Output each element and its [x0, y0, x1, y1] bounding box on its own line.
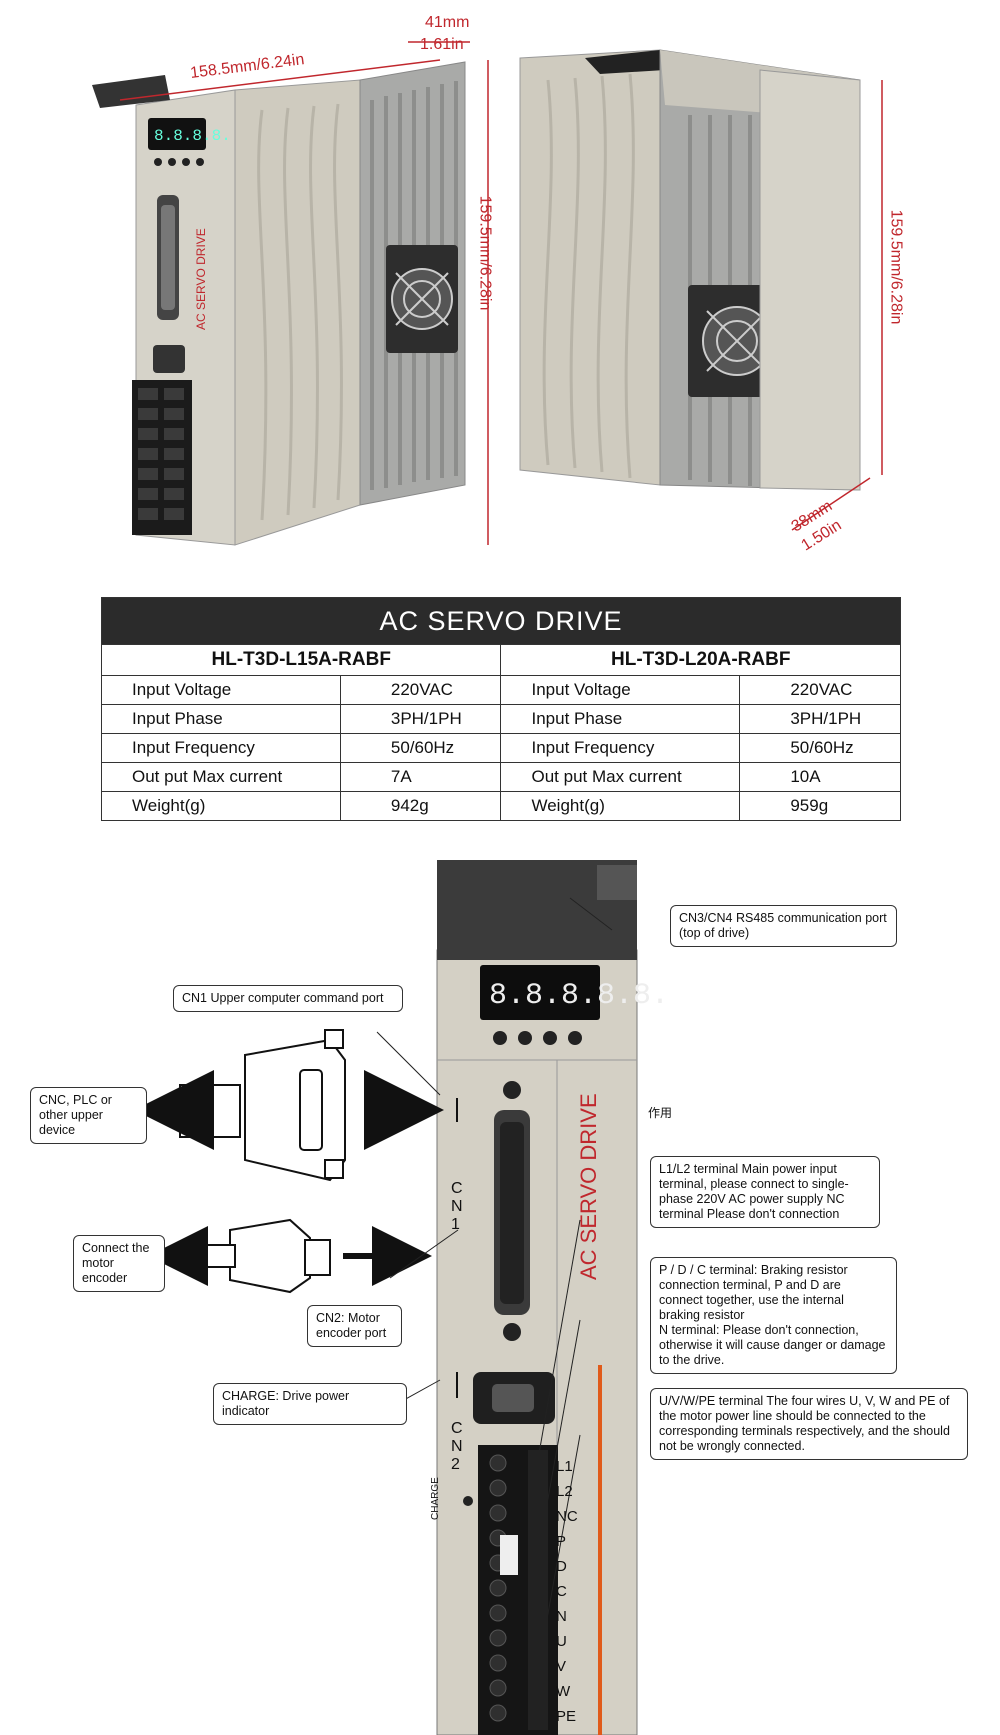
terminal-n: N — [556, 1608, 567, 1625]
callout-cn2: CN2: Motor encoder port — [307, 1305, 402, 1347]
drive-photos-svg: 8.8.8.8. AC SERVO DRIVE — [92, 41, 883, 546]
terminal-nc: NC — [556, 1508, 578, 1525]
terminal-l2: L2 — [556, 1483, 573, 1500]
callout-l1-l2: L1/L2 terminal Main power input terminal… — [650, 1156, 880, 1228]
width-mm-label: 41mm — [425, 14, 470, 31]
seven-seg-display: 8.8.8.8.8. — [489, 979, 669, 1013]
row-label: Out put Max current — [500, 762, 741, 792]
terminal-w: W — [556, 1683, 571, 1700]
svg-text:8.8.8.8.: 8.8.8.8. — [154, 127, 231, 145]
callout-cn3-cn4: CN3/CN4 RS485 communication port (top of… — [670, 905, 897, 947]
cn2-label: C N 2 — [451, 1420, 463, 1473]
model-b: HL-T3D-L20A-RABF — [500, 644, 901, 676]
front-drive-image: 8.8.8.8. AC SERVO DRIVE — [92, 41, 489, 546]
connection-diagram: 8.8.8.8.8. AC SERVO DRIVE — [0, 860, 1000, 1735]
diagram-svg: 8.8.8.8.8. AC SERVO DRIVE — [134, 860, 669, 1735]
callout-charge: CHARGE: Drive power indicator — [213, 1383, 407, 1425]
row-value-b: 50/60Hz — [739, 733, 901, 763]
terminal-c: C — [556, 1583, 567, 1600]
zuoyong-text: 作用 — [648, 1106, 673, 1120]
callout-cn1: CN1 Upper computer command port — [173, 985, 403, 1012]
row-value-a: 220VAC — [339, 675, 502, 705]
row-label: Input Phase — [500, 704, 741, 734]
row-value-a: 3PH/1PH — [339, 704, 502, 734]
row-value-b: 959g — [739, 791, 901, 821]
model-a: HL-T3D-L15A-RABF — [100, 644, 502, 676]
row-label: Input Voltage — [101, 675, 341, 705]
row-value-b: 10A — [739, 762, 901, 792]
table-row: Input Phase 3PH/1PH Input Phase 3PH/1PH — [101, 704, 901, 734]
terminal-l1: L1 — [556, 1458, 573, 1475]
row-value-a: 942g — [339, 791, 502, 821]
table-row: Input Voltage 220VAC Input Voltage 220VA… — [101, 675, 901, 705]
table-row: Input Frequency 50/60Hz Input Frequency … — [101, 733, 901, 763]
row-value-a: 50/60Hz — [339, 733, 502, 763]
row-value-a: 7A — [339, 762, 502, 792]
spec-table: AC SERVO DRIVE HL-T3D-L15A-RABF HL-T3D-L… — [100, 597, 901, 821]
terminal-u: U — [556, 1633, 567, 1650]
terminal-pe: PE — [556, 1708, 577, 1725]
callout-pdc: P / D / C terminal: Braking resistor con… — [650, 1257, 897, 1374]
terminal-d: D — [556, 1558, 567, 1575]
row-label: Input Frequency — [500, 733, 741, 763]
row-label: Input Voltage — [500, 675, 741, 705]
diagram-product-label: AC SERVO DRIVE — [576, 1093, 601, 1280]
row-value-b: 220VAC — [739, 675, 901, 705]
back-drive-image — [519, 49, 883, 531]
front-product-label: AC SERVO DRIVE — [194, 228, 208, 330]
table-row: Weight(g) 942g Weight(g) 959g — [101, 791, 901, 821]
product-photos: 8.8.8.8. AC SERVO DRIVE — [0, 0, 1000, 560]
table-row: Out put Max current 7A Out put Max curre… — [101, 762, 901, 792]
row-label: Weight(g) — [500, 791, 741, 821]
row-value-b: 3PH/1PH — [739, 704, 901, 734]
callout-cnc-device: CNC, PLC or other upper device — [30, 1087, 147, 1144]
cn1-label: C N 1 — [451, 1180, 463, 1233]
front-height-label: 159.5mm/6.28in — [476, 195, 494, 311]
terminal-p: P — [556, 1533, 567, 1550]
terminal-labels: L1 L2 NC P D C N U V W PE — [556, 1454, 578, 1729]
terminal-v: V — [556, 1658, 567, 1675]
row-label: Weight(g) — [101, 791, 341, 821]
charge-label: CHARGE — [430, 1477, 441, 1520]
width-in-label: 1.61in — [420, 36, 464, 53]
table-title: AC SERVO DRIVE — [101, 597, 901, 645]
callout-uvw: U/V/W/PE terminal The four wires U, V, W… — [650, 1388, 968, 1460]
row-label: Input Frequency — [101, 733, 341, 763]
row-label: Input Phase — [101, 704, 341, 734]
callout-encoder-device: Connect the motor encoder — [73, 1235, 165, 1292]
back-height-label: 159.5mm/6.28in — [887, 209, 905, 325]
row-label: Out put Max current — [101, 762, 341, 792]
